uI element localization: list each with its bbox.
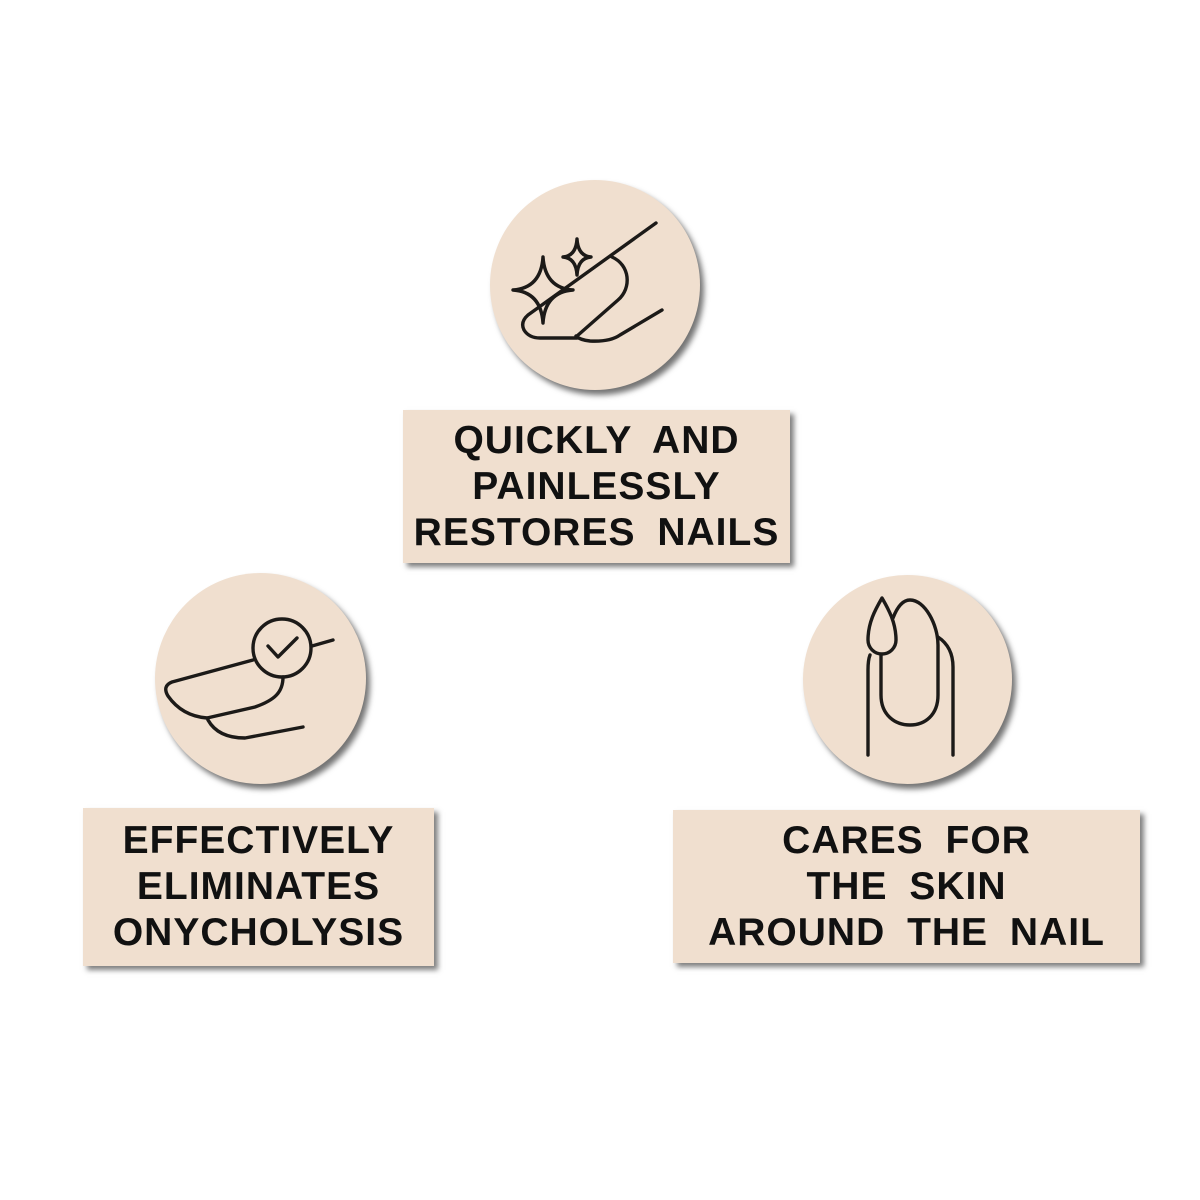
nail-drop-icon bbox=[866, 596, 955, 757]
feature-badge-restores bbox=[490, 180, 700, 390]
feature-text-line: CARES FOR bbox=[782, 818, 1031, 862]
nail-check-icon bbox=[164, 617, 335, 740]
feature-text-line: QUICKLY AND bbox=[453, 418, 740, 462]
feature-text-line: AROUND THE NAIL bbox=[708, 910, 1105, 954]
feature-text-line: ONYCHOLYSIS bbox=[112, 911, 405, 954]
feature-text-line: PAINLESSLY bbox=[472, 464, 721, 508]
feature-label-skin-care: CARES FOR THE SKIN AROUND THE NAIL bbox=[673, 810, 1140, 963]
feature-badge-skin-care bbox=[803, 575, 1012, 784]
feature-label-onycholysis: EFFECTIVELY ELIMINATES ONYCHOLYSIS bbox=[83, 808, 434, 966]
feature-text-line: RESTORES NAILS bbox=[413, 510, 780, 554]
feature-label-restores: QUICKLY AND PAINLESSLY RESTORES NAILS bbox=[403, 410, 790, 563]
feature-text-line: THE SKIN bbox=[806, 864, 1007, 908]
feature-text-line: EFFECTIVELY bbox=[122, 819, 395, 862]
sparkling-nail-icon bbox=[511, 221, 664, 343]
feature-text-line: ELIMINATES bbox=[136, 865, 381, 908]
